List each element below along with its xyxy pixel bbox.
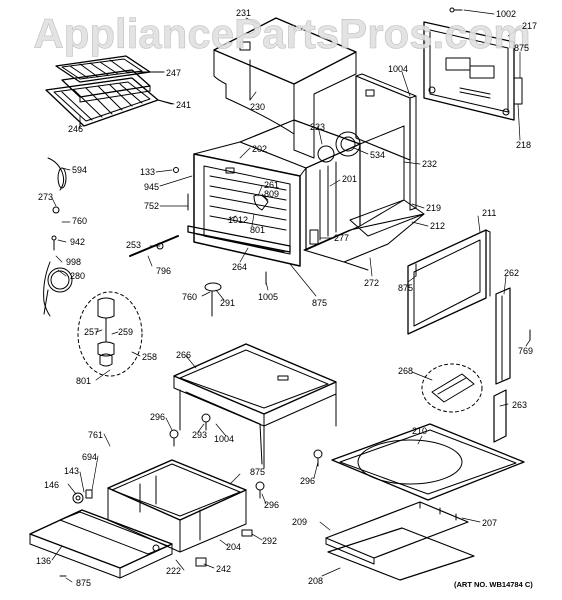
callout-209: 209 — [292, 517, 308, 527]
back-panel-217 — [423, 21, 523, 121]
leader-lines — [51, 9, 531, 583]
oven-cavity-201 — [239, 119, 425, 251]
oven-rack-lower — [45, 77, 173, 129]
callout-204: 204 — [226, 542, 242, 552]
callout-534: 534 — [370, 150, 386, 160]
callout-769: 769 — [518, 346, 534, 356]
callout-272: 272 — [364, 278, 380, 288]
front-frame-202 — [193, 141, 307, 267]
thermostat-group-258 — [77, 291, 143, 377]
side-trim-262 — [495, 287, 511, 385]
callout-296-b: 296 — [300, 476, 316, 486]
callout-942: 942 — [70, 237, 86, 247]
callout-277: 277 — [334, 233, 350, 243]
callout-232: 232 — [422, 159, 438, 169]
callout-207: 207 — [482, 518, 498, 528]
watermark: AppliancePartsPros.com — [33, 10, 530, 57]
callout-133: 133 — [140, 167, 156, 177]
callout-1012: 1012 — [228, 215, 249, 225]
callout-1004-a: 1004 — [388, 64, 409, 74]
callout-293: 293 — [192, 430, 208, 440]
drawer-bottom-208 — [327, 527, 475, 581]
callout-208: 208 — [308, 576, 324, 586]
callout-242: 242 — [216, 564, 232, 574]
side-trim-263 — [493, 389, 507, 443]
callout-809: 809 — [264, 189, 280, 199]
callout-296-c: 296 — [264, 500, 280, 510]
callout-257: 257 — [84, 327, 100, 337]
callout-247: 247 — [166, 68, 182, 78]
side-panel-211 — [407, 229, 491, 335]
callout-210: 210 — [412, 426, 428, 436]
callout-258: 258 — [142, 352, 158, 362]
callout-875-d: 875 — [250, 467, 266, 477]
callout-296-a: 296 — [150, 412, 166, 422]
callout-292: 292 — [262, 536, 278, 546]
callout-136: 136 — [36, 556, 52, 566]
callout-223: 223 — [310, 122, 326, 132]
callout-1002: 1002 — [496, 9, 517, 19]
callout-266: 266 — [176, 350, 192, 360]
callout-694: 694 — [82, 452, 98, 462]
callout-261: 261 — [264, 180, 280, 190]
callout-1005: 1005 — [258, 292, 279, 302]
sensor-wire-assembly — [43, 157, 73, 317]
callout-998: 998 — [66, 257, 82, 267]
callout-945: 945 — [144, 182, 160, 192]
outer-wrapper-231 — [213, 17, 357, 159]
callout-594: 594 — [72, 165, 88, 175]
callout-230: 230 — [250, 102, 266, 112]
callout-217: 217 — [522, 21, 538, 31]
art-number: (ART NO. WB14784 C) — [454, 580, 533, 589]
callout-143: 143 — [64, 466, 80, 476]
callout-211: 211 — [482, 208, 497, 218]
drawer-slide-209 — [325, 501, 469, 565]
hinge-strip-264 — [187, 225, 291, 253]
callout-222: 222 — [166, 566, 182, 576]
callout-246: 246 — [68, 124, 84, 134]
drawer-204 — [107, 459, 247, 553]
callout-752: 752 — [144, 201, 160, 211]
broiler-pan — [61, 69, 151, 103]
bottom-panel-212 — [303, 213, 425, 271]
drawer-frame-266 — [173, 343, 337, 469]
callout-280: 280 — [70, 271, 86, 281]
callout-875-b: 875 — [398, 283, 414, 293]
callout-796: 796 — [156, 266, 172, 276]
callout-218: 218 — [516, 140, 532, 150]
callout-241: 241 — [176, 100, 192, 110]
callout-262: 262 — [504, 268, 520, 278]
callout-760-a: 760 — [72, 216, 88, 226]
callout-201: 201 — [342, 174, 358, 184]
callout-875-c: 875 — [312, 298, 328, 308]
callout-801-b: 801 — [76, 376, 92, 386]
callout-231: 231 — [236, 8, 252, 18]
callout-273: 273 — [38, 192, 54, 202]
drawer-liner-210 — [331, 423, 525, 501]
callout-875-e: 875 — [76, 578, 92, 588]
callout-268: 268 — [398, 366, 414, 376]
callout-875-a: 875 — [514, 43, 530, 53]
callout-259: 259 — [118, 327, 134, 337]
callout-212: 212 — [430, 221, 446, 231]
callout-253: 253 — [126, 240, 142, 250]
callout-291: 291 — [220, 298, 236, 308]
callout-219: 219 — [426, 203, 442, 213]
callout-1004-b: 1004 — [214, 434, 235, 444]
callout-761: 761 — [88, 430, 104, 440]
callout-801-a: 801 — [250, 225, 266, 235]
drawer-front-222 — [29, 509, 173, 579]
callout-264: 264 — [232, 262, 248, 272]
callout-760-b: 760 — [182, 292, 198, 302]
callout-146: 146 — [44, 480, 60, 490]
latch-268 — [421, 363, 483, 413]
callout-263: 263 — [512, 400, 528, 410]
callout-202: 202 — [252, 144, 268, 154]
